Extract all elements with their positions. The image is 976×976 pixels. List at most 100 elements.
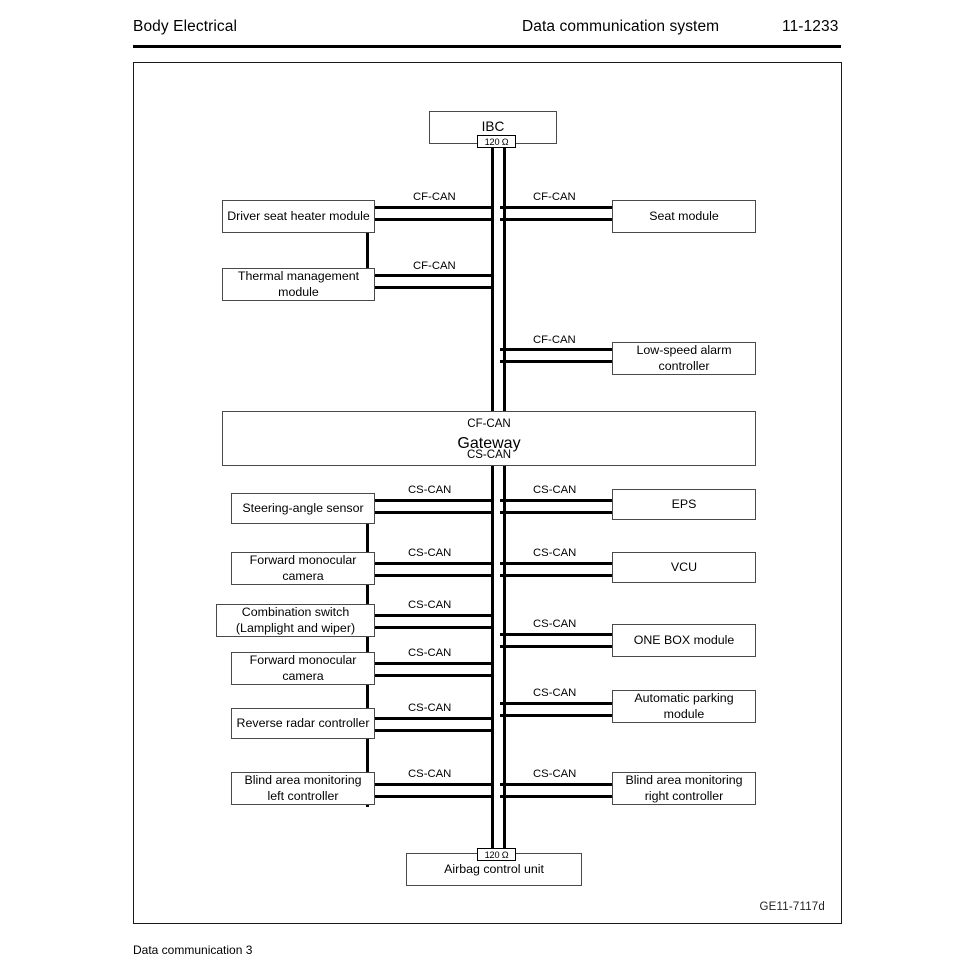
node-blind-left-line-2: left controller (267, 788, 339, 803)
branch-camera1-wire-a (366, 562, 494, 565)
node-forward-camera-1-line-1: Forward monocular (249, 553, 357, 568)
node-vcu-label: VCU (670, 559, 698, 574)
figure-caption: Data communication 3 (133, 943, 253, 957)
branch-blind-left-wire-b (366, 795, 494, 798)
bus-label-seat-module: CF-CAN (531, 191, 578, 203)
branch-comb-switch-wire-a (366, 614, 494, 617)
branch-comb-switch-drop-upper (366, 574, 369, 617)
branch-one-box-wire-a (500, 633, 612, 636)
bus-label-eps: CS-CAN (531, 484, 579, 496)
node-driver-seat-heater-label: Driver seat heater module (227, 208, 370, 223)
node-eps-label: EPS (671, 496, 697, 511)
bus-label-low-speed: CF-CAN (531, 334, 578, 346)
node-ibc-label: IBC (481, 119, 505, 135)
bus-label-auto-parking: CS-CAN (531, 687, 579, 699)
branch-eps-wire-b (500, 511, 612, 514)
bus-label-camera1: CS-CAN (406, 547, 454, 559)
branch-camera1-wire-b (366, 574, 494, 577)
branch-vcu-wire-b (500, 574, 612, 577)
node-reverse-radar-controller[interactable]: Reverse radar controller (231, 708, 375, 739)
header-page-number: 11-1233 (782, 18, 839, 35)
header-topic-title: Data communication system (522, 18, 720, 35)
node-forward-monocular-camera-2[interactable]: Forward monocular camera (231, 652, 375, 685)
node-combination-switch-line-1: Combination switch (241, 605, 350, 620)
node-combination-switch[interactable]: Combination switch (Lamplight and wiper) (216, 604, 375, 637)
branch-seat-heater-wire-a (366, 206, 494, 209)
node-driver-seat-heater-module[interactable]: Driver seat heater module (222, 200, 375, 233)
gateway-upper-bus-label: CF-CAN (467, 418, 511, 430)
node-forward-camera-2-label: Forward monocular camera (235, 653, 371, 683)
bus-label-steering: CS-CAN (406, 484, 454, 496)
branch-low-speed-wire-b (500, 360, 612, 363)
node-automatic-parking-module[interactable]: Automatic parking module (612, 690, 756, 723)
branch-reverse-radar-wire-b (366, 729, 494, 732)
node-thermal-management-label: Thermal management module (226, 269, 371, 299)
branch-reverse-radar-wire-a (366, 717, 494, 720)
bus-label-comb-switch: CS-CAN (406, 599, 454, 611)
bus-label-blind-left: CS-CAN (406, 768, 454, 780)
trunk-wire-lower-right (503, 466, 506, 854)
node-automatic-parking-label: Automatic parking module (616, 691, 752, 721)
bus-label-blind-right: CS-CAN (531, 768, 579, 780)
node-blind-area-left-controller[interactable]: Blind area monitoring left controller (231, 772, 375, 805)
node-combination-switch-label: Combination switch (Lamplight and wiper) (220, 605, 371, 635)
node-combination-switch-line-2: (Lamplight and wiper) (235, 620, 356, 635)
header-rule (133, 45, 841, 48)
branch-low-speed-wire-a (500, 348, 612, 351)
running-head: Body Electrical Data communication syste… (0, 0, 976, 50)
bus-label-seat-heater: CF-CAN (411, 191, 458, 203)
trunk-wire-upper-left (491, 143, 494, 411)
node-blind-left-label: Blind area monitoring left controller (235, 773, 371, 803)
bus-label-thermal: CF-CAN (411, 260, 458, 272)
branch-camera2-drop-upper (366, 626, 369, 665)
branch-camera1-drop-upper (366, 511, 369, 565)
node-forward-camera-1-line-2: camera (282, 568, 324, 583)
trunk-wire-lower-left (491, 466, 494, 854)
branch-blind-left-drop-upper (366, 729, 369, 786)
gateway-label: Gateway (457, 435, 521, 452)
branch-seat-heater-wire-b (366, 218, 494, 221)
gateway-lower-bus-label: CS-CAN (466, 449, 512, 461)
node-one-box-module[interactable]: ONE BOX module (612, 624, 756, 657)
node-airbag-label: Airbag control unit (444, 861, 544, 876)
node-low-speed-line-1: Low-speed alarm (636, 343, 732, 358)
bus-label-one-box: CS-CAN (531, 618, 579, 630)
branch-blind-left-wire-a (366, 783, 494, 786)
branch-auto-parking-wire-b (500, 714, 612, 717)
node-automatic-parking-line-1: Automatic parking (634, 691, 734, 706)
bus-label-reverse-radar: CS-CAN (406, 702, 454, 714)
node-steering-angle-sensor[interactable]: Steering-angle sensor (231, 493, 375, 524)
node-gateway[interactable]: CF-CAN Gateway CS-CAN (222, 411, 756, 466)
branch-thermal-wire-b (366, 286, 494, 289)
branch-steering-wire-a (366, 499, 494, 502)
node-thermal-management-module[interactable]: Thermal management module (222, 268, 375, 301)
node-steering-angle-label: Steering-angle sensor (242, 500, 364, 515)
branch-blind-right-wire-a (500, 783, 612, 786)
node-forward-monocular-camera-1[interactable]: Forward monocular camera (231, 552, 375, 585)
node-blind-area-right-controller[interactable]: Blind area monitoring right controller (612, 772, 756, 805)
node-low-speed-alarm-controller[interactable]: Low-speed alarm controller (612, 342, 756, 375)
node-blind-right-line-2: right controller (644, 788, 724, 803)
branch-blind-right-wire-b (500, 795, 612, 798)
branch-comb-switch-wire-b (366, 626, 494, 629)
branch-steering-wire-b (366, 511, 494, 514)
node-seat-module[interactable]: Seat module (612, 200, 756, 233)
node-eps[interactable]: EPS (612, 489, 756, 520)
figure-code: GE11-7117d (759, 901, 825, 913)
node-low-speed-alarm-label: Low-speed alarm controller (616, 343, 752, 373)
branch-reverse-radar-drop-upper (366, 674, 369, 720)
branch-auto-parking-wire-a (500, 702, 612, 705)
node-seat-module-label: Seat module (649, 208, 719, 223)
branch-thermal-drop-upper (366, 218, 369, 277)
node-reverse-radar-label: Reverse radar controller (236, 715, 370, 730)
branch-seat-module-wire-b (500, 218, 612, 221)
node-blind-right-label: Blind area monitoring right controller (616, 773, 752, 803)
branch-camera2-wire-a (366, 662, 494, 665)
trunk-wire-upper-right (503, 143, 506, 411)
terminator-airbag-120ohm: 120 Ω (477, 848, 516, 861)
node-forward-camera-2-line-2: camera (282, 668, 324, 683)
node-automatic-parking-line-2: module (663, 706, 705, 721)
node-blind-right-line-1: Blind area monitoring (625, 773, 743, 788)
node-vcu[interactable]: VCU (612, 552, 756, 583)
